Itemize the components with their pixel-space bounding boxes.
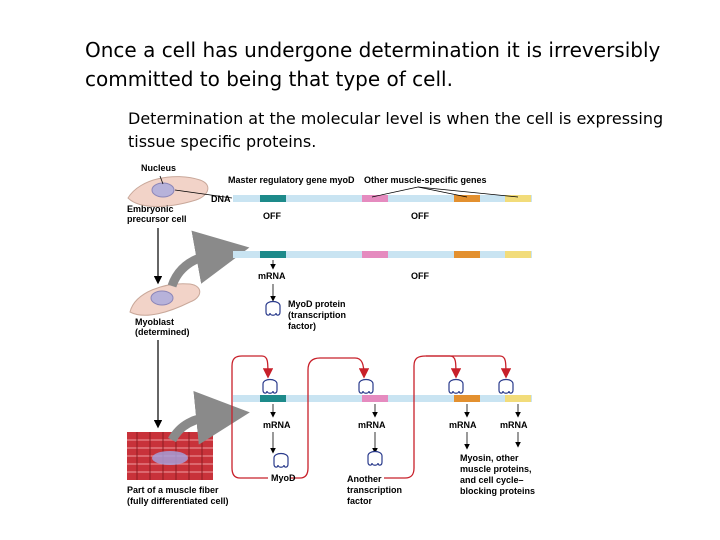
embryonic-cell xyxy=(127,175,233,207)
master-gene-label: Master regulatory gene myoD xyxy=(228,175,355,185)
myosin-label-4: blocking proteins xyxy=(460,486,536,496)
mrna-label-5: mRNA xyxy=(500,420,528,430)
fiber-label-2: (fully differentiated cell) xyxy=(127,496,229,506)
bound-myod-icon-1 xyxy=(262,378,278,394)
gray-arrow-1 xyxy=(167,230,250,288)
bound-myod-icon-2 xyxy=(448,378,464,394)
off-label-1: OFF xyxy=(263,211,281,221)
myod-icon-lower xyxy=(273,452,289,468)
dna-label: DNA xyxy=(211,194,231,204)
other-genes-label: Other muscle-specific genes xyxy=(364,175,487,185)
dna-row-3 xyxy=(233,395,532,402)
feedback-arrow-to-factor xyxy=(290,357,370,479)
myod-protein-label-3: factor) xyxy=(288,321,317,331)
mrna-label-4: mRNA xyxy=(449,420,477,430)
myoblast-cell xyxy=(129,283,201,316)
off-label-2: OFF xyxy=(411,211,429,221)
myoblast-label-1: Myoblast xyxy=(135,317,175,327)
slide-subtitle: Determination at the molecular level is … xyxy=(128,109,664,151)
bound-factor-icon-1 xyxy=(358,378,374,394)
gray-arrow-2 xyxy=(168,390,250,445)
off-label-3: OFF xyxy=(411,271,429,281)
myoblast-label-2: (determined) xyxy=(135,327,190,337)
bound-factor-icon-2 xyxy=(498,378,514,394)
another-factor-label-3: factor xyxy=(347,496,373,506)
feedback-arrow-myod xyxy=(231,355,274,479)
another-factor-icon xyxy=(367,450,383,466)
another-factor-label-2: transcription xyxy=(347,485,403,495)
muscle-fiber xyxy=(127,432,213,480)
myod-protein-icon xyxy=(265,300,281,316)
embryonic-label-2: precursor cell xyxy=(127,214,187,224)
mrna-label-1: mRNA xyxy=(258,271,286,281)
nucleus-label: Nucleus xyxy=(141,163,177,173)
nucleus-shape xyxy=(151,182,175,198)
feedback-arrow-factor xyxy=(384,355,462,479)
myosin-label-1: Myosin, other xyxy=(460,453,519,463)
another-factor-label-1: Another xyxy=(347,474,382,484)
dna-pointer xyxy=(174,189,233,199)
myod-label: MyoD xyxy=(271,473,296,483)
dna-row-1 xyxy=(233,186,532,202)
myosin-label-3: and cell cycle– xyxy=(460,475,524,485)
mrna-label-3: mRNA xyxy=(358,420,386,430)
dna-row-2 xyxy=(233,251,532,302)
myod-protein-label-2: (transcription xyxy=(288,310,347,320)
slide-title: Once a cell has undergone determination … xyxy=(85,38,661,91)
myod-protein-label-1: MyoD protein xyxy=(288,299,346,309)
nucleus-pointer xyxy=(159,175,164,185)
myosin-label-2: muscle proteins, xyxy=(460,464,532,474)
mrna-label-2: mRNA xyxy=(263,420,291,430)
feedback-arrow-branch xyxy=(426,355,512,379)
fiber-label-1: Part of a muscle fiber xyxy=(127,485,219,495)
embryonic-label-1: Embryonic xyxy=(127,204,174,214)
